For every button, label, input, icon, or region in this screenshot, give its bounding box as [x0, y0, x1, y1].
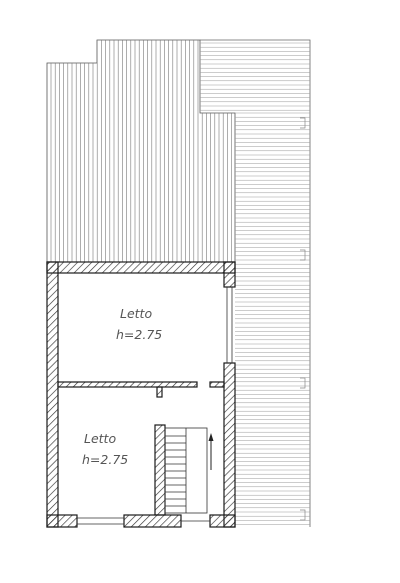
- staircase: [164, 427, 208, 514]
- walls: [46, 261, 236, 528]
- roof-edge-tick: [300, 509, 306, 521]
- roof-terrace-vertical-lines: [46, 39, 236, 262]
- window-right: [226, 287, 233, 363]
- wall-bottom-middle: [123, 514, 182, 528]
- wall-top: [46, 261, 236, 274]
- roof-right-outline: [200, 39, 311, 527]
- stair-direction-arrow-icon: [208, 433, 214, 470]
- roof-left-outline: [46, 39, 236, 262]
- room-2-name: Letto: [84, 431, 116, 446]
- wall-partition-right: [209, 381, 225, 388]
- room-1-name: Letto: [120, 306, 152, 321]
- roof-edge-tick: [300, 249, 306, 261]
- roof-edge-tick: [300, 377, 306, 389]
- wall-stub: [156, 386, 163, 398]
- room-2-height: h=2.75: [82, 452, 128, 467]
- wall-right-lower: [223, 362, 236, 528]
- wall-partition-left: [57, 381, 198, 388]
- window-bottom: [77, 517, 124, 525]
- floor-area: [47, 262, 235, 527]
- wall-right-upper: [223, 261, 236, 288]
- wall-bottom-right: [209, 514, 236, 528]
- room-1-height: h=2.75: [116, 327, 162, 342]
- wall-stair-left: [154, 424, 166, 516]
- wall-bottom-left: [46, 514, 78, 528]
- roof-horizontal-lines: [200, 39, 311, 527]
- roof-edge-tick: [300, 117, 306, 129]
- wall-left: [46, 261, 59, 528]
